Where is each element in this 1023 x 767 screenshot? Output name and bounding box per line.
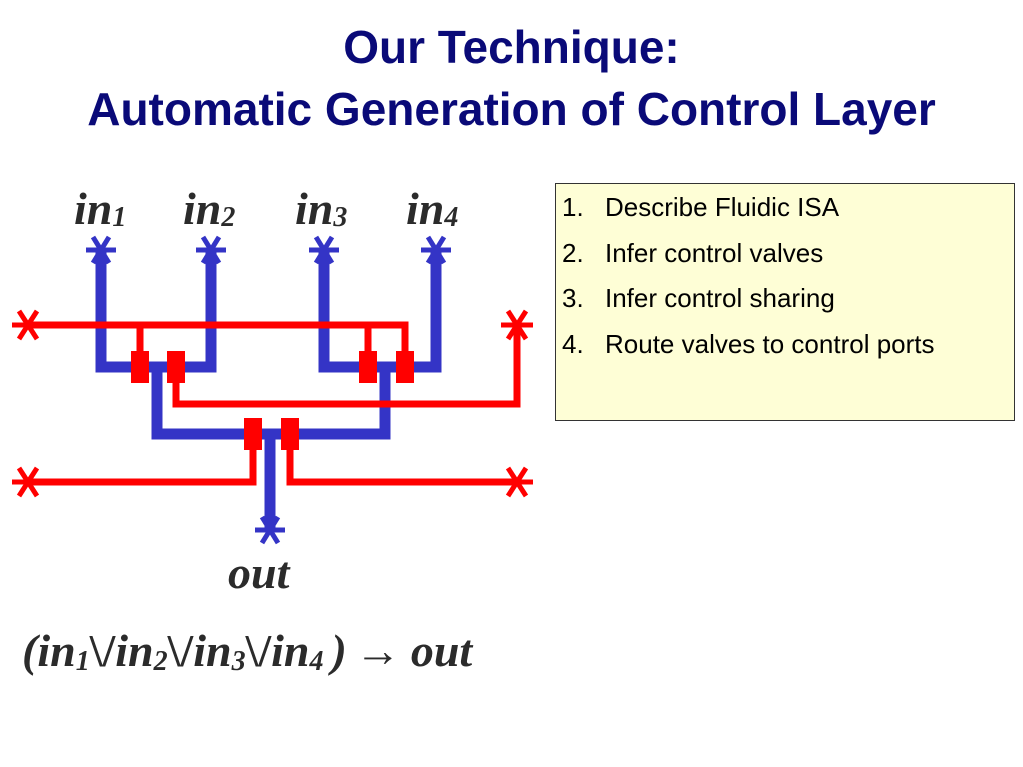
formula-or-1: \/ <box>89 625 117 676</box>
step-text: Describe Fluidic ISA <box>605 192 840 222</box>
valve-1 <box>131 351 149 383</box>
control-line-bottom-left <box>28 434 257 486</box>
flow-port-star-icon <box>86 235 116 265</box>
step-number: 4. <box>562 328 584 359</box>
control-ports <box>12 309 533 498</box>
flow-port-star-icon <box>255 515 285 545</box>
step-text: Infer control valves <box>605 237 824 268</box>
formula-close-paren: ) <box>328 625 347 676</box>
formula-or-2: \/ <box>167 625 195 676</box>
formula-result: out <box>411 625 474 676</box>
valves <box>131 351 414 450</box>
step-number: 2. <box>562 237 584 268</box>
step-item: 2. Infer control valves <box>562 238 1014 284</box>
step-text: Route valves to control ports <box>605 328 935 359</box>
step-number: 1. <box>562 192 584 222</box>
input-label-2: in2 <box>183 183 235 234</box>
slide-title-line-2: Automatic Generation of Control Layer <box>87 83 936 135</box>
step-text: Infer control sharing <box>605 283 835 313</box>
input-label-1: in1 <box>74 183 126 234</box>
valve-5 <box>244 418 262 450</box>
steps-box: 1. Describe Fluidic ISA 2. Infer control… <box>555 183 1015 421</box>
flow-port-star-icon <box>196 235 226 265</box>
control-port-star-icon <box>501 466 533 498</box>
slide-title-line-1: Our Technique: <box>343 21 680 73</box>
input-label-3: in3 <box>295 183 347 234</box>
formula-or-3: \/ <box>245 625 273 676</box>
valve-2 <box>167 351 185 383</box>
formula: (in1\/in2\/in3\/in4)→out <box>22 625 473 677</box>
flow-channel-pair-3-4 <box>318 250 442 373</box>
valve-4 <box>396 351 414 383</box>
input-label-4: in4 <box>406 183 458 234</box>
valve-6 <box>281 418 299 450</box>
control-line-middle <box>172 327 521 408</box>
control-line-bottom-right <box>286 434 517 486</box>
step-item: 3. Infer control sharing <box>562 283 1014 329</box>
step-number: 3. <box>562 283 584 313</box>
flow-channels <box>95 250 442 528</box>
step-item: 4. Route valves to control ports <box>562 329 1014 375</box>
formula-arrow-icon: → <box>355 625 401 676</box>
valve-3 <box>359 351 377 383</box>
flow-channel-pair-1-2 <box>95 250 217 373</box>
control-port-star-icon <box>12 309 44 341</box>
flow-ports <box>86 235 451 545</box>
output-label: out <box>228 547 291 598</box>
control-port-star-icon <box>501 309 533 341</box>
flow-port-star-icon <box>421 235 451 265</box>
flow-port-star-icon <box>309 235 339 265</box>
control-port-star-icon <box>12 466 44 498</box>
step-item: 1. Describe Fluidic ISA <box>562 192 1014 238</box>
formula-open-paren: ( <box>22 625 41 676</box>
